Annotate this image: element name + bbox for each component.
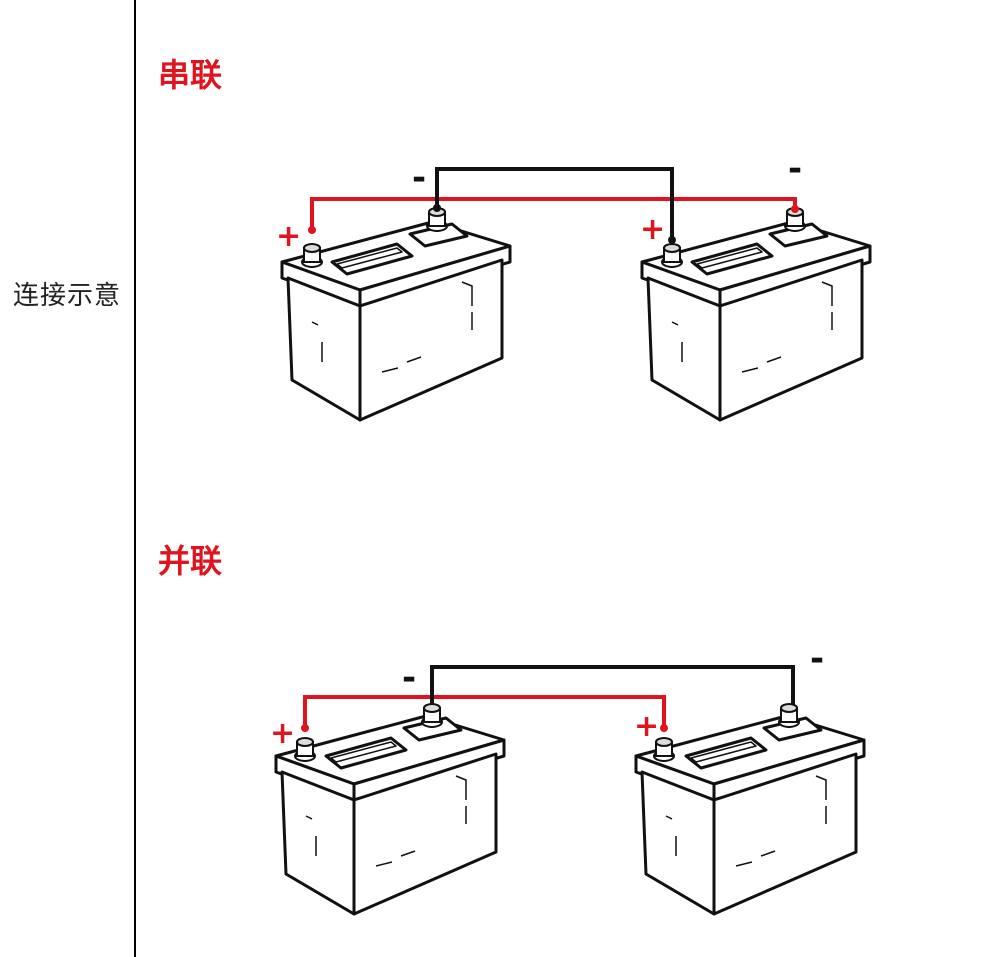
series-wire-dot [433,204,441,212]
series-positive-wire [310,197,797,230]
parallel-plus-sign: + [270,716,295,751]
series-title: 串联 [158,56,223,94]
parallel-negative-wire [430,665,795,704]
parallel-minus-sign: - [810,639,824,679]
series-minus-sign: - [788,149,802,189]
series-wire-dot [308,226,316,234]
series-minus-sign: - [412,158,426,198]
series-plus-sign: + [640,212,665,247]
parallel-b1-positive-terminal [294,737,316,762]
series-negative-wire [435,167,674,240]
series-plus-sign: + [276,219,301,254]
parallel-title: 并联 [158,542,223,580]
parallel-diagram: + + - - [270,639,866,916]
parallel-wire-dot [301,724,309,732]
series-wire-dot [668,236,676,244]
parallel-minus-sign: - [402,658,416,698]
vertical-divider [134,0,136,957]
parallel-b1-negative-terminal [421,703,443,728]
side-label: 连接示意 [12,281,121,311]
series-b1-positive-terminal [301,243,323,268]
series-diagram: + + - - [276,149,872,422]
series-wire-dot [791,205,799,213]
parallel-wire-dot [660,724,668,732]
series-b2-positive-terminal [661,243,683,268]
parallel-positive-wire [303,695,666,728]
parallel-plus-sign: + [634,709,659,744]
parallel-b2-negative-terminal [778,703,800,728]
